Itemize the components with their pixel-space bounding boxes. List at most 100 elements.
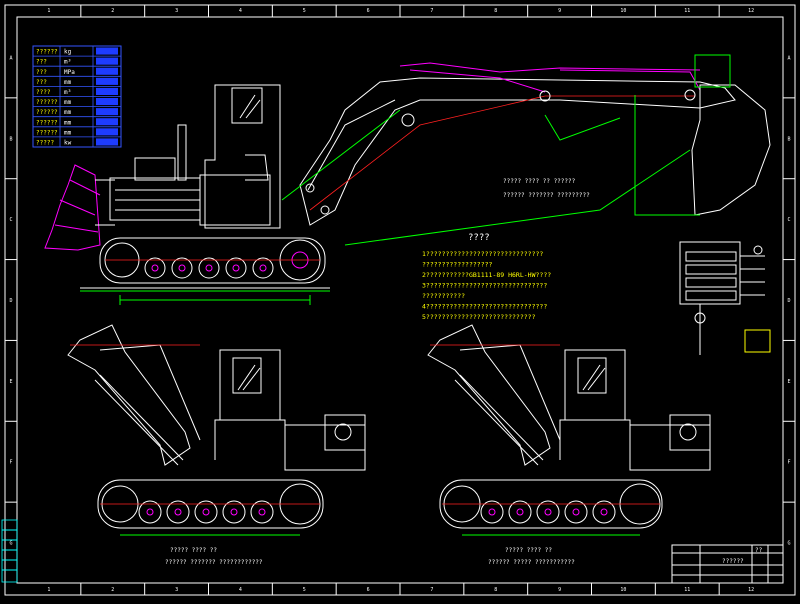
bottom-right-caption-1: ????? ???? ??	[505, 547, 552, 554]
main-view-caption-1: ????? ???? ?? ??????	[503, 178, 576, 185]
zone-column-label: 12	[748, 8, 754, 14]
zone-row-label: B	[9, 136, 12, 142]
spec-row-value-cell	[96, 138, 118, 146]
spec-row-unit: kw	[64, 140, 72, 147]
zone-column-label: 9	[558, 587, 561, 593]
zone-column-label: 7	[430, 8, 433, 14]
track-roller	[252, 257, 274, 279]
zone-column-label: 9	[558, 8, 561, 14]
crawler-track	[99, 237, 326, 284]
note-line: 2???????????GB1111-89 H6RL-HW????	[422, 271, 551, 279]
bottom-left-caption-2: ?????? ??????? ????????????	[165, 559, 263, 566]
zone-row-label: E	[787, 379, 790, 385]
spec-row-value-cell	[96, 57, 118, 65]
spec-row-value-cell	[96, 108, 118, 116]
zone-column-label: 2	[111, 8, 114, 14]
spec-row-name: ??????	[36, 119, 58, 126]
zone-column-label: 7	[430, 587, 433, 593]
track-roller	[171, 257, 193, 279]
track-roller	[166, 500, 190, 524]
spec-row-value-cell	[96, 47, 118, 55]
track-roller	[480, 500, 504, 524]
spec-table: ??????kg???m³???MPa???mm????m³??????mm??…	[32, 45, 122, 148]
bottom-right-track	[439, 479, 663, 529]
zone-column-label: 5	[303, 587, 306, 593]
spec-row-name: ???	[36, 59, 47, 66]
zone-row-label: G	[787, 541, 790, 547]
track-roller	[564, 500, 588, 524]
track-roller	[198, 257, 220, 279]
spec-row-name: ??????	[36, 129, 58, 136]
spec-row-name: ?????	[36, 140, 54, 147]
dozer-blade	[44, 164, 101, 251]
zone-column-label: 5	[303, 8, 306, 14]
spec-row-name: ??????	[36, 99, 58, 106]
technical-notes: ???? 1?????????????????????????????? ???…	[422, 233, 551, 321]
bucket	[691, 84, 771, 216]
zone-row-label: A	[9, 55, 12, 61]
spec-row-name: ????	[36, 89, 51, 96]
spec-row-unit: mm	[64, 79, 72, 86]
track-roller	[222, 500, 246, 524]
bottom-left-track	[97, 479, 324, 529]
track-roller	[508, 500, 532, 524]
zone-column-label: 4	[239, 587, 242, 593]
note-line: 1??????????????????????????????	[422, 250, 543, 258]
zone-row-label: E	[9, 379, 12, 385]
track-roller	[592, 500, 616, 524]
note-line: 5????????????????????????????	[422, 313, 536, 321]
note-line: 3???????????????????????????????	[422, 282, 547, 290]
spec-row-value-cell	[96, 118, 118, 126]
cab-window	[231, 87, 263, 124]
track-roller	[194, 500, 218, 524]
zone-row-label: D	[9, 298, 12, 304]
note-line: 4???????????????????????????????	[422, 303, 547, 311]
excavator-boom	[299, 77, 736, 226]
main-view-caption-2: ?????? ??????? ?????????	[503, 192, 590, 199]
spec-row-unit: mm	[64, 99, 72, 106]
zone-column-label: 11	[684, 587, 690, 593]
zone-column-label: 3	[175, 587, 178, 593]
spec-row-name: ???	[36, 79, 47, 86]
zone-column-label: 4	[239, 8, 242, 14]
zone-column-label: 8	[494, 8, 497, 14]
spec-row-value-cell	[96, 98, 118, 106]
tractor-body	[109, 177, 201, 221]
spec-row-value-cell	[96, 67, 118, 75]
bottom-left-caption-1: ????? ???? ??	[170, 547, 217, 554]
spec-row-value-cell	[96, 128, 118, 136]
note-line: ??????????????????	[422, 261, 493, 269]
zone-column-label: 6	[367, 587, 370, 593]
title-block: ?????? ??	[671, 544, 784, 584]
main-side-view	[44, 54, 771, 305]
zone-row-label: C	[787, 217, 790, 223]
cab	[204, 84, 281, 229]
spec-row-value-cell	[96, 87, 118, 95]
title-block-code: ??	[755, 547, 763, 554]
zone-column-label: 11	[684, 8, 690, 14]
track-roller	[536, 500, 560, 524]
zone-column-label: 10	[620, 587, 626, 593]
spec-row-unit: m³	[64, 89, 71, 96]
hydraulic-schematic	[679, 241, 771, 355]
bottom-left-bucket	[67, 324, 191, 466]
spec-row-name: ??????	[36, 49, 58, 56]
bottom-right-view	[427, 324, 711, 536]
zone-column-label: 3	[175, 8, 178, 14]
zone-row-label: F	[9, 460, 12, 466]
notes-title: ????	[468, 233, 490, 243]
spec-row-unit: mm	[64, 119, 72, 126]
zone-row-label: D	[787, 298, 790, 304]
note-line: ???????????	[422, 292, 465, 300]
track-roller	[250, 500, 274, 524]
zone-row-label: A	[787, 55, 790, 61]
spec-row-name: ???	[36, 69, 47, 76]
zone-column-label: 8	[494, 587, 497, 593]
zone-row-label: G	[9, 541, 12, 547]
zone-column-label: 1	[47, 8, 50, 14]
zone-column-label: 12	[748, 587, 754, 593]
bottom-left-view	[67, 324, 366, 536]
